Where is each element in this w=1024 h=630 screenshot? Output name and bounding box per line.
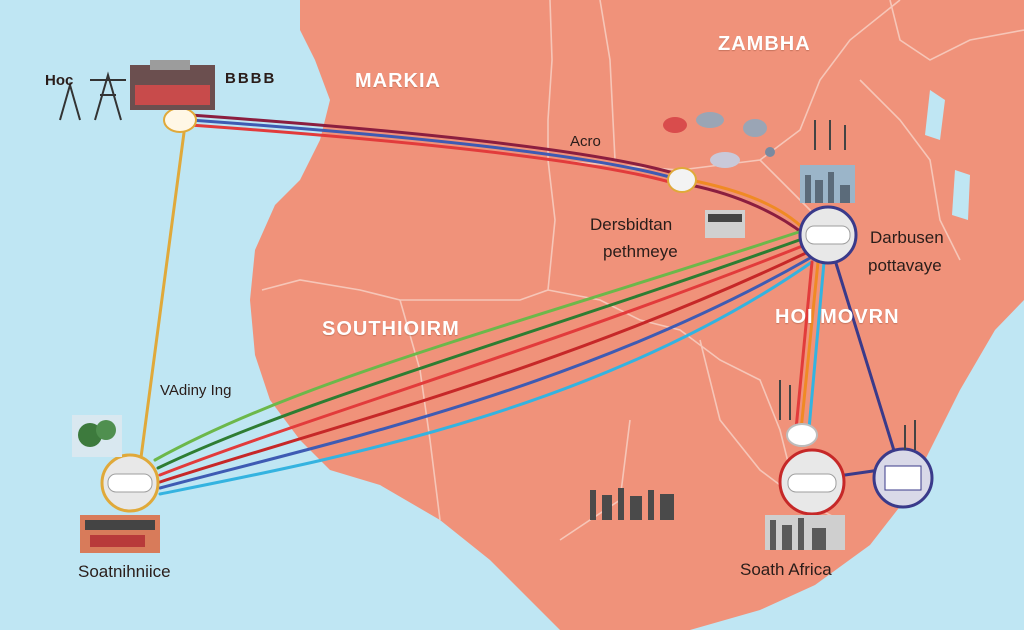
city-skyline-icon — [800, 165, 855, 203]
transmission-tower-icon — [779, 120, 916, 450]
routes — [138, 113, 902, 496]
route-cyan-low — [158, 260, 814, 496]
pipeline-node-icon[interactable] — [667, 167, 697, 193]
route-red-mid — [688, 183, 807, 237]
place-label-south-africa: Soath Africa — [740, 560, 832, 579]
place-label-vadiny: VAdiny Ing — [160, 382, 232, 399]
route-orange-down — [798, 260, 820, 442]
route-red-low — [158, 243, 807, 477]
lake — [925, 90, 945, 140]
country-label-markia: MARKIA — [355, 70, 441, 92]
pipeline-node-icon[interactable] — [778, 448, 846, 516]
route-maroon — [188, 113, 682, 177]
pipeline-node-icon[interactable] — [798, 205, 858, 265]
route-orange-top — [688, 178, 807, 232]
top-left-glyphs: BBBB — [225, 70, 277, 87]
route-red-top — [188, 123, 682, 187]
distribution-label-right-line2: pottavaye — [868, 256, 942, 275]
hub-nodes[interactable] — [100, 107, 934, 516]
distribution-label-left-line2: pethmeye — [603, 242, 678, 261]
route-green — [153, 228, 807, 462]
distribution-label-left-line1: Dersbidtan — [590, 215, 673, 234]
city-skyline-icon — [765, 515, 845, 550]
place-label-hoc: Hoc — [45, 72, 74, 89]
island — [965, 250, 990, 300]
route-cyan-down — [806, 260, 826, 442]
pipeline-node-icon[interactable] — [872, 447, 934, 509]
pipeline-node-icon[interactable] — [163, 107, 197, 133]
transmission-tower-icon — [59, 71, 126, 121]
route-blue-top — [188, 118, 682, 182]
route-navy-right — [833, 258, 902, 472]
country-label-south: SOUTHIOIRM — [322, 318, 460, 340]
place-label-acro: Acro — [570, 133, 601, 150]
pipeline-node-icon — [663, 112, 775, 168]
country-label-east: HOI MOVRN — [775, 306, 900, 328]
power-plant-icon — [705, 210, 745, 238]
pipeline-node-icon[interactable] — [100, 453, 160, 513]
factory-icon — [590, 488, 674, 520]
country-label-zambia: ZAMBHA — [718, 33, 811, 55]
pipeline-node-icon[interactable] — [786, 423, 818, 447]
distribution-label-right-line1: Darbusen — [870, 228, 944, 247]
route-blue-low — [158, 256, 812, 490]
factory-icon — [80, 515, 160, 553]
route-red-down — [793, 260, 814, 442]
power-plant-icon — [130, 60, 215, 110]
tree-icon — [72, 415, 122, 457]
route-gold — [138, 123, 187, 467]
route-darkgreen — [156, 236, 807, 470]
place-label-south-west: Soatnihniice — [78, 562, 171, 581]
lake — [952, 170, 970, 220]
route-red-low2 — [158, 250, 810, 484]
